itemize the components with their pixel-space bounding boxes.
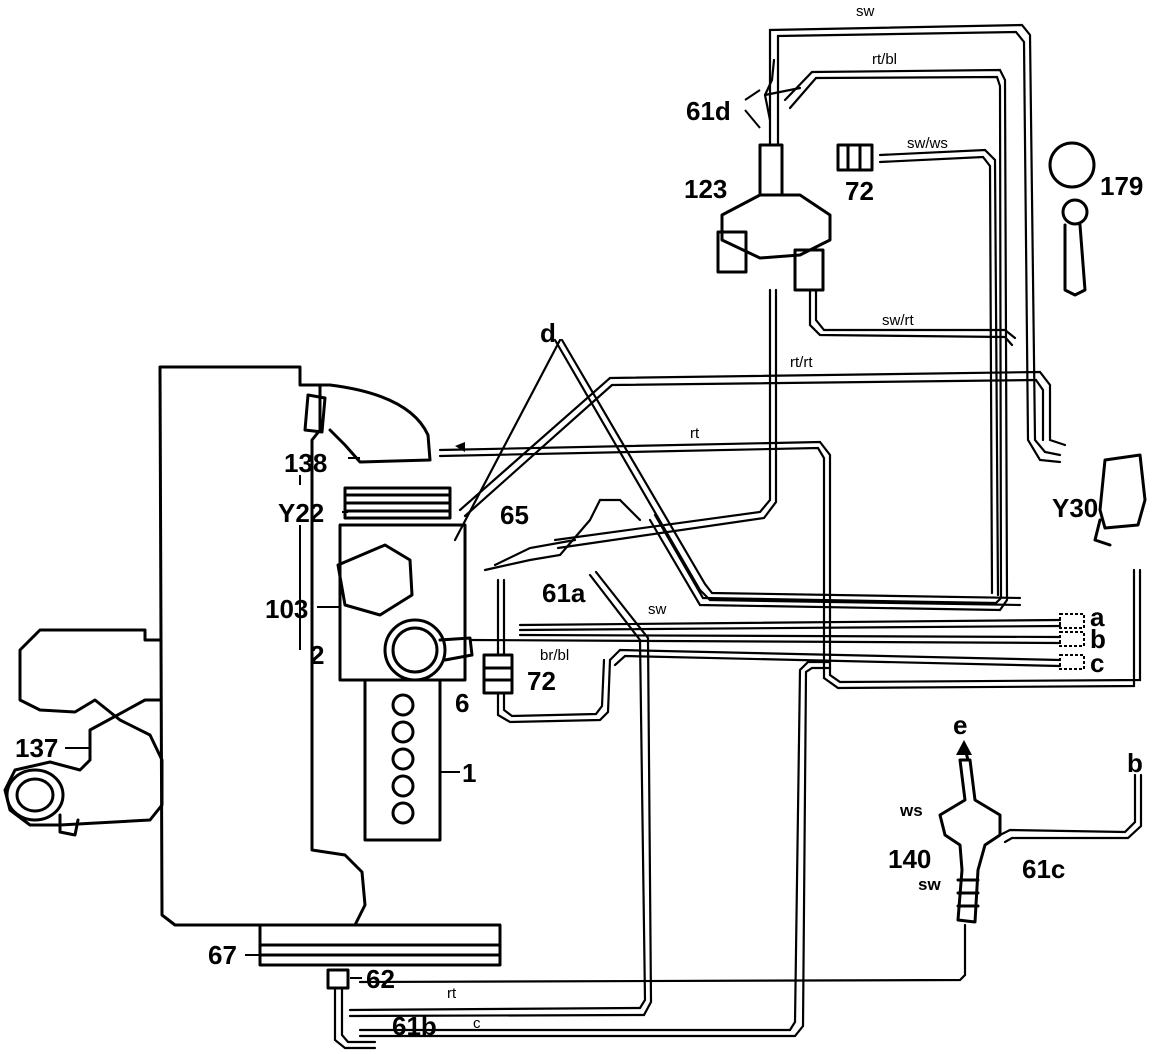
wire-label-sw-140: sw (918, 875, 941, 894)
label-65: 65 (500, 500, 529, 530)
label-62: 62 (366, 964, 395, 994)
label-e: e (953, 710, 968, 740)
label-61a: 61a (542, 578, 586, 608)
label-d: d (540, 318, 556, 348)
label-Y30: Y30 (1052, 493, 1099, 523)
label-61b: 61b (392, 1011, 437, 1041)
intake-hose-138 (303, 383, 432, 464)
throttle-lever (336, 543, 414, 617)
label-Y22: Y22 (278, 498, 325, 528)
label-179: 179 (1100, 171, 1144, 201)
wire-label-rtrt: rt/rt (790, 354, 813, 371)
wire-label-ws: ws (900, 801, 923, 820)
label-103: 103 (265, 594, 309, 624)
check-valve-72-bottom (482, 653, 514, 695)
cylinder-bank-1 (363, 678, 442, 842)
wire-label-c-bottom: c (473, 1015, 481, 1032)
wire-label-swrt: sw/rt (882, 312, 914, 329)
valve-Y30 (1098, 453, 1147, 530)
sensor-140 (938, 758, 1002, 924)
label-a: a (1090, 602, 1105, 632)
air-filter-137 (3, 628, 164, 827)
label-61d: 61d (686, 96, 731, 126)
label-1: 1 (462, 758, 477, 788)
label-72-top: 72 (845, 176, 874, 206)
label-2: 2 (310, 640, 325, 670)
wire-label-rt-bottom: rt (447, 985, 457, 1002)
label-c: c (1090, 648, 1105, 678)
wire-label-sw-top: sw (856, 3, 875, 20)
label-67: 67 (208, 940, 237, 970)
check-valve-72-top (836, 143, 874, 172)
connector-62 (326, 968, 350, 990)
label-123: 123 (684, 174, 728, 204)
air-intake-circle (5, 768, 65, 822)
label-61c: 61c (1022, 854, 1066, 884)
label-b-140: b (1127, 748, 1143, 778)
label-72-bottom: 72 (527, 666, 556, 696)
wire-label-rt-mid: rt (690, 425, 700, 442)
label-137: 137 (15, 733, 59, 763)
wire-label-rtbl: rt/bl (872, 51, 898, 68)
wire-label-brbl: br/bl (540, 647, 570, 664)
wire-label-swws: sw/ws (907, 135, 948, 152)
label-140: 140 (888, 844, 932, 874)
reservoir-179 (1048, 141, 1096, 189)
engine-block (158, 365, 367, 927)
wire-label-sw-mid: sw (648, 601, 667, 618)
label-b: b (1090, 624, 1106, 654)
label-6: 6 (455, 688, 470, 718)
label-138: 138 (284, 448, 328, 478)
